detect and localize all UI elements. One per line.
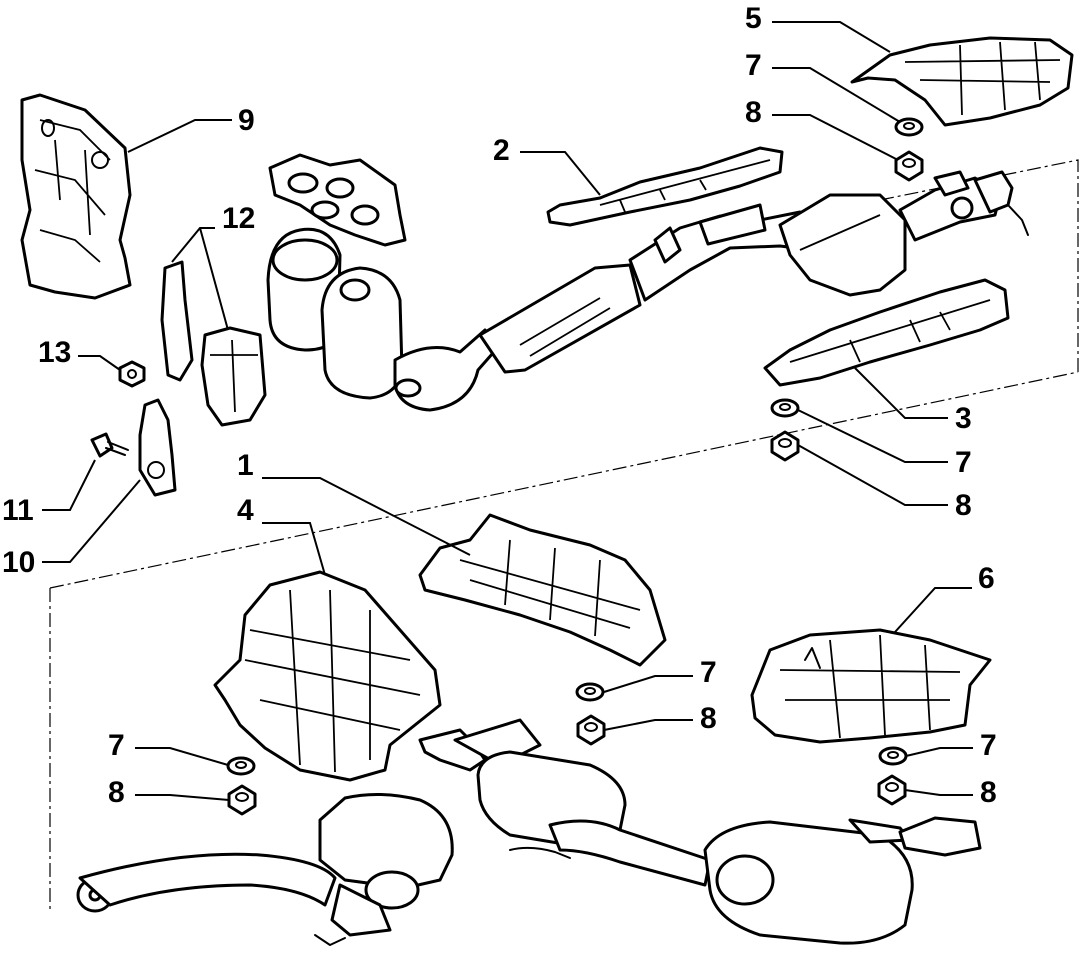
callout-8: 8: [700, 702, 717, 735]
heat-shield-brackets-12: [160, 260, 267, 427]
callout-1: 1: [237, 449, 254, 482]
callout-13: 13: [38, 336, 71, 369]
rear-exhaust-pipe-mufflers: [76, 718, 982, 946]
manifold-heat-shield-9: [20, 93, 132, 300]
heat-shield-strip-3: [763, 278, 1010, 387]
callout-5: 5: [745, 2, 762, 35]
callout-11: 11: [2, 494, 34, 527]
exhaust-manifold-catalyst: [266, 153, 502, 412]
callout-7: 7: [745, 49, 762, 82]
callout-12: 12: [222, 202, 255, 235]
callout-8: 8: [955, 489, 972, 522]
nut-8: [227, 150, 924, 816]
heat-shield-strip-2: [546, 146, 784, 227]
heat-shield-1: [418, 513, 667, 667]
bracket-10: [138, 398, 177, 497]
callout-10: 10: [2, 546, 35, 579]
heat-shield-6: [750, 628, 992, 744]
nut-13: [118, 360, 146, 388]
bolt-11: [90, 432, 129, 458]
washer-7: [226, 117, 924, 776]
callout-3: 3: [955, 402, 972, 435]
assembly-boundary: [49, 159, 1079, 910]
heat-shield-5: [850, 36, 1074, 127]
callout-7: 7: [955, 446, 972, 479]
callout-9: 9: [238, 104, 255, 137]
callout-7: 7: [700, 656, 717, 689]
callout-6: 6: [978, 562, 995, 595]
leader-lines: [42, 21, 973, 801]
heat-shield-4: [213, 570, 442, 782]
callout-2: 2: [493, 134, 510, 167]
callout-8: 8: [980, 776, 997, 809]
callout-4: 4: [237, 494, 254, 527]
callout-7: 7: [108, 729, 125, 762]
callout-labels: 5 7 8 2 9 12 13 3 7 8 11 1 4 10 6 7 8 7 …: [2, 2, 997, 809]
callout-7: 7: [980, 729, 997, 762]
front-resonator-pipe: [478, 170, 1029, 374]
callout-8: 8: [108, 776, 125, 809]
callout-8: 8: [745, 96, 762, 129]
